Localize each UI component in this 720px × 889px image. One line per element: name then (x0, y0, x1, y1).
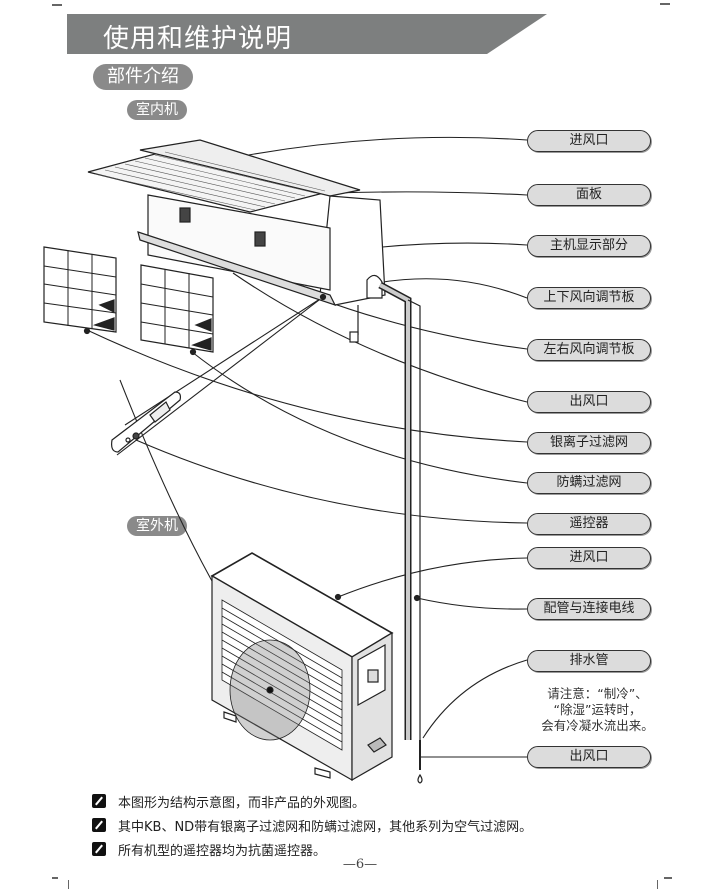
outdoor-unit (210, 552, 423, 784)
leader-line (334, 191, 528, 196)
leader-line (416, 597, 528, 610)
note-line: 请注意：“制冷”、 (547, 686, 648, 701)
section-title: 部件介绍 (93, 64, 193, 90)
note-item: 其中KB、ND带有银离子过滤网和防螨过滤网，其他系列为空气过滤网。 (92, 813, 532, 837)
callout-piping-wiring: 配管与连接电线 (527, 598, 651, 620)
leader-line (191, 351, 528, 484)
note-item: 所有机型的遥控器均为抗菌遥控器。 (92, 837, 532, 861)
leader-line (86, 329, 528, 443)
page-number: —6— (342, 857, 378, 872)
pencil-note-icon (92, 842, 106, 856)
header-band-shape (67, 14, 547, 54)
page-title: 使用和维护说明 (103, 24, 293, 54)
crop-mark (660, 3, 670, 5)
callout-silver-ion-filter: 银离子过滤网 (527, 432, 651, 454)
callout-anti-mite-filter: 防螨过滤网 (527, 472, 651, 494)
note-text: 所有机型的遥控器均为抗菌遥控器。 (118, 843, 327, 859)
note-line: 会有冷凝水流出来。 (541, 718, 654, 733)
callout-vertical-louver: 上下风向调节板 (527, 287, 651, 309)
leader-line (371, 242, 528, 249)
remote-control (111, 391, 182, 453)
pencil-note-icon (92, 818, 106, 832)
indoor-unit (87, 139, 386, 343)
callout-drain-hose: 排水管 (527, 650, 651, 672)
condensate-note: 请注意：“制冷”、 “除湿”运转时， 会有冷凝水流出来。 (530, 686, 665, 734)
leader-line (116, 296, 324, 456)
leader-line (422, 659, 528, 739)
callout-outdoor-air-inlet: 进风口 (527, 547, 651, 569)
filter-left (43, 246, 117, 335)
crop-mark (68, 880, 69, 889)
indoor-unit-label: 室内机 (127, 100, 187, 120)
callout-indoor-air-inlet: 进风口 (527, 130, 651, 152)
callout-indoor-air-outlet: 出风口 (527, 391, 651, 413)
callout-panel: 面板 (527, 184, 651, 206)
filter-right (140, 264, 214, 356)
note-text: 本图形为结构示意图，而非产品的外观图。 (118, 795, 366, 811)
note-line: “除湿”运转时， (553, 702, 642, 717)
leader-line (231, 136, 528, 159)
outdoor-unit-label: 室外机 (127, 516, 187, 536)
header-band: 使用和维护说明 (67, 14, 547, 54)
pencil-note-icon (92, 794, 106, 808)
leader-line (124, 296, 324, 426)
leader-line (135, 439, 528, 524)
callout-horizontal-louver: 左右风向调节板 (527, 339, 651, 361)
leader-line (337, 557, 528, 598)
note-item: 本图形为结构示意图，而非产品的外观图。 (92, 789, 532, 813)
crop-mark (52, 4, 62, 6)
leader-line (232, 272, 528, 403)
crop-mark (664, 877, 672, 879)
connecting-pipe (378, 281, 421, 740)
callout-display: 主机显示部分 (527, 235, 651, 257)
crop-mark (52, 877, 58, 879)
notes-list: 本图形为结构示意图，而非产品的外观图。 其中KB、ND带有银离子过滤网和防螨过滤… (92, 789, 532, 861)
callout-outdoor-air-outlet: 出风口 (527, 746, 651, 768)
callout-remote-control: 遥控器 (527, 513, 651, 535)
crop-mark (657, 880, 658, 889)
note-text: 其中KB、ND带有银离子过滤网和防螨过滤网，其他系列为空气过滤网。 (118, 819, 533, 835)
